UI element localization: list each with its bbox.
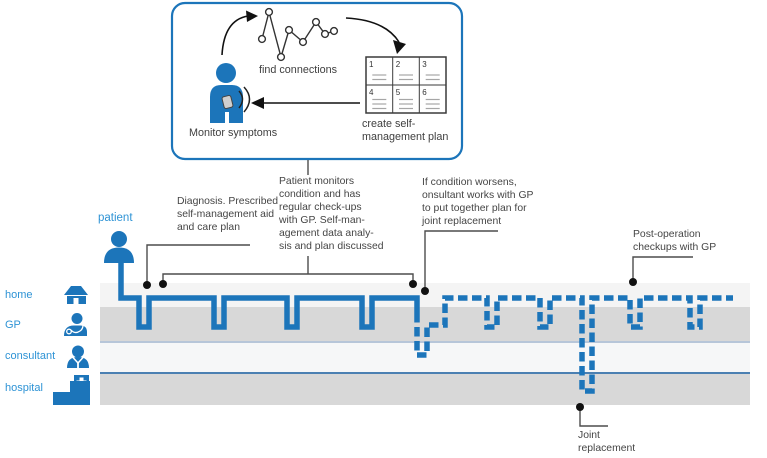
plan-cell-number: 4 — [369, 88, 374, 97]
arrow-connections-to-plan-icon — [345, 17, 406, 54]
connector-monitors-bracket — [162, 273, 414, 282]
event-dot-worsens — [421, 287, 429, 295]
row-label-home: home — [5, 289, 33, 301]
connector-worsens-note — [424, 230, 498, 289]
monitor-symptoms-person-icon — [210, 63, 251, 123]
doctor-icon — [64, 313, 87, 336]
note-monitors: Patient monitors condition and has regul… — [279, 176, 384, 252]
connector-diagnosis-note — [146, 244, 250, 283]
row-label-gp: GP — [5, 319, 21, 331]
signal-waves-icon — [238, 86, 251, 113]
note-postop: Post-operation checkups with GP — [633, 229, 717, 253]
find-connections-label: find connections — [259, 64, 338, 76]
row-label-consultant: consultant — [5, 350, 56, 362]
note-worsens: If condition worsens, onsultant works wi… — [422, 177, 534, 227]
row-label-hospital: hospital — [5, 382, 43, 394]
journey-path-dashed — [414, 295, 733, 394]
plan-cell-number: 3 — [422, 60, 427, 69]
hospital-icon — [53, 375, 90, 405]
event-dot-monitor-start — [159, 280, 167, 288]
event-dot-postop — [629, 278, 637, 286]
find-connections-chart-icon — [257, 7, 339, 62]
house-icon — [64, 286, 88, 304]
plan-cell-number: 2 — [396, 60, 401, 69]
journey-path-solid — [118, 256, 420, 330]
event-dot-monitor-end — [409, 280, 417, 288]
connector-postop-note — [632, 256, 693, 280]
row-band-hospital — [100, 374, 750, 405]
patient-icon — [104, 231, 134, 263]
event-dot-joint-replacement — [576, 403, 584, 411]
wearable-device-icon — [221, 95, 234, 109]
event-dot-diagnosis — [143, 281, 151, 289]
monitor-symptoms-label: Monitor symptoms — [189, 127, 278, 139]
create-plan-label: create self- management plan — [362, 118, 449, 143]
plan-cell-number: 5 — [396, 88, 401, 97]
arrow-monitor-to-connections-icon — [221, 10, 258, 56]
note-diagnosis: Diagnosis. Prescribed self-management ai… — [177, 196, 279, 233]
patient-label: patient — [98, 212, 133, 224]
plan-cell-number: 6 — [422, 88, 427, 97]
self-management-cycle-box — [170, 1, 464, 161]
arrow-plan-to-monitor-icon — [251, 97, 360, 109]
consultant-icon — [67, 345, 89, 368]
connector-joint-note — [579, 409, 608, 427]
plan-cell-number: 1 — [369, 60, 374, 69]
note-joint-replacement: Joint replacement — [578, 430, 636, 454]
plan-grid-icon: 1 2 3 4 5 6 — [365, 56, 447, 114]
